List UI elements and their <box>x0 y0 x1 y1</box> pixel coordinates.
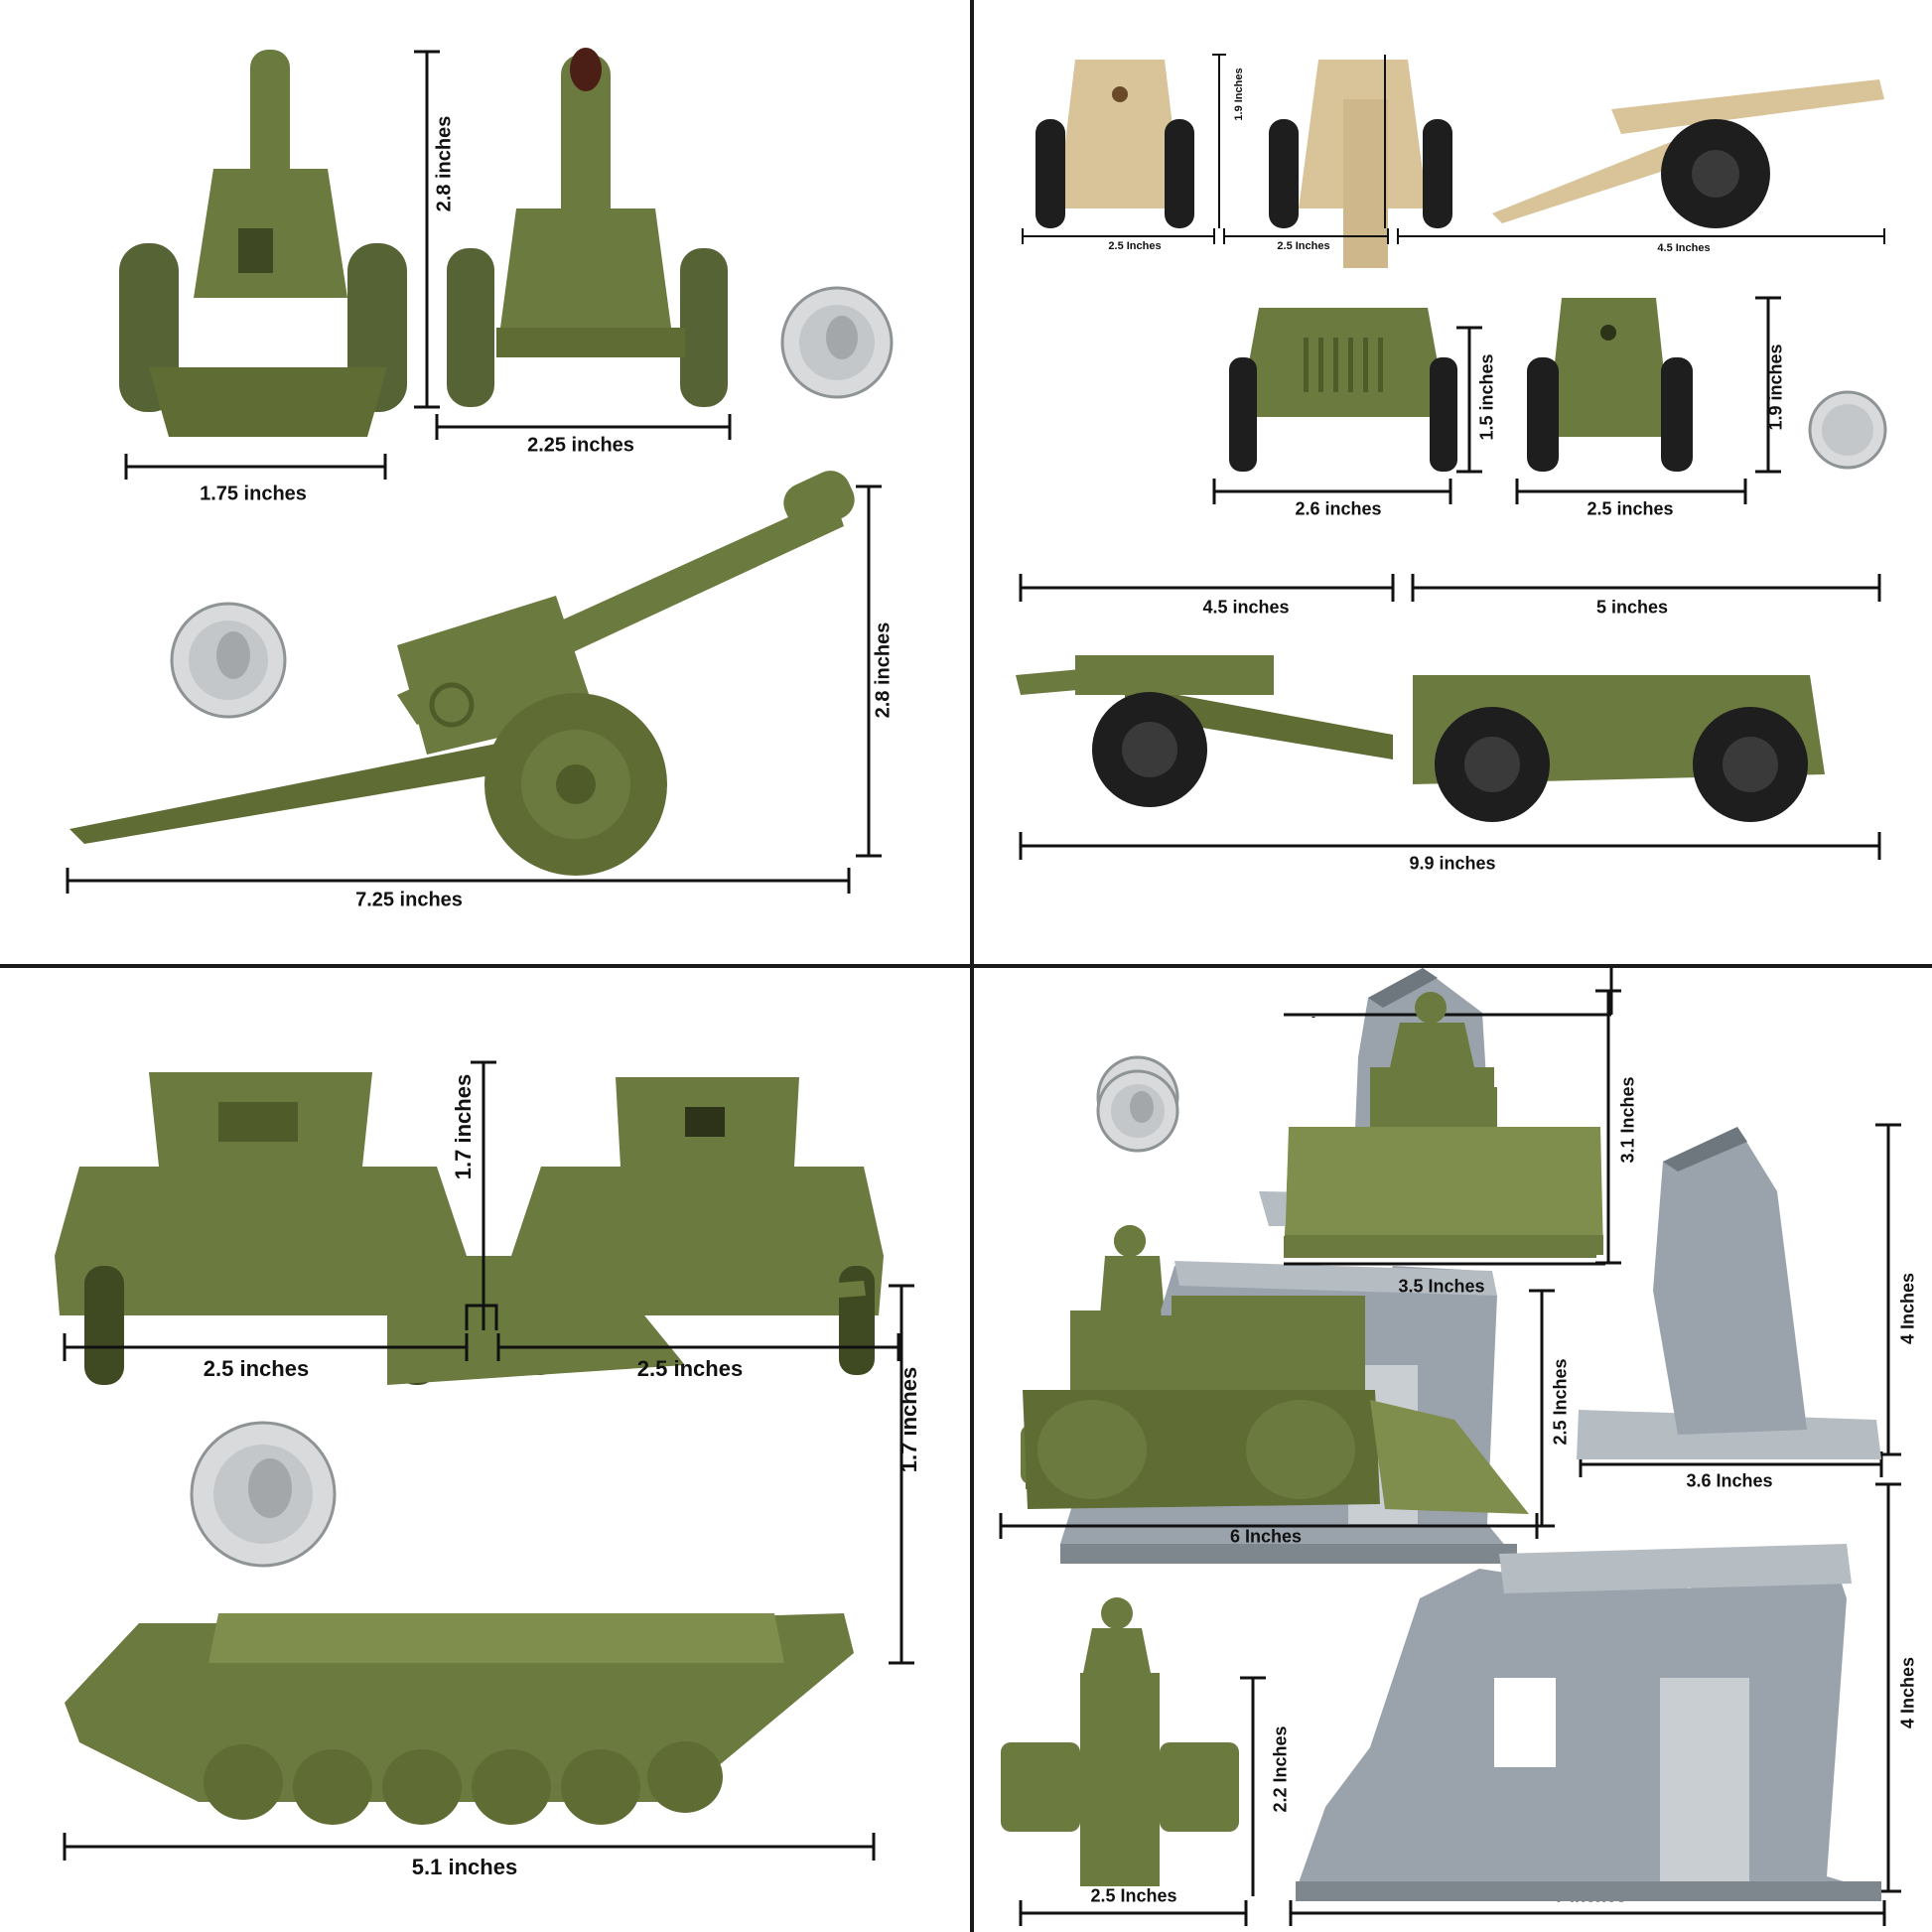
quadrant-jeep-gun: 2.5 Inches 2.5 Inches 1.9 Inches 4.5 Inc… <box>976 0 1932 963</box>
rear-width-label: 2.5 inches <box>636 1356 744 1381</box>
bulldozer-front-view <box>1285 992 1603 1255</box>
jeep-front-view <box>1229 308 1457 472</box>
jeep-towing-gun-side-view <box>1016 655 1825 822</box>
bulldozer-side-view <box>1023 1225 1529 1514</box>
jeep-width-label: 2.6 inches <box>1295 498 1382 519</box>
dozer-front-width-label: 3.5 Inches <box>1398 1276 1485 1297</box>
howitzer-front-view <box>119 50 407 437</box>
quadrant-howitzer: 1.75 inches 2.25 inches 2.8 inches 2.8 i… <box>0 0 971 963</box>
tank-side-view <box>65 1256 866 1825</box>
quarter-coin <box>170 602 287 719</box>
ruin-tall-width-label: 3.6 Inches <box>1686 1470 1773 1491</box>
side-length-label: 7.25 inches <box>355 889 463 911</box>
dozer-side-length-label: 6 Inches <box>1229 1526 1303 1547</box>
dimension-lines <box>66 50 882 894</box>
tan-rear-width-label: 2.5 Inches <box>1277 240 1330 252</box>
combined-length-label: 9.9 inches <box>1409 853 1496 874</box>
dimension-lines <box>63 1060 914 1861</box>
howitzer-side-view <box>69 471 855 876</box>
gun-front-view <box>1527 298 1693 472</box>
tan-gun-rear-view <box>1269 60 1452 268</box>
length-label: 5.1 inches <box>411 1855 518 1879</box>
howitzer-rear-view <box>447 48 728 407</box>
tan-front-width-label: 2.5 Inches <box>1108 240 1162 252</box>
dimension-lines <box>1019 296 1881 860</box>
quarter-coin <box>190 1421 337 1568</box>
tan-length-label: 4.5 Inches <box>1657 242 1711 254</box>
quarter-coin <box>1808 390 1887 470</box>
front-width-label: 2.5 inches <box>203 1356 310 1381</box>
gun-width-label: 2.5 inches <box>1587 498 1674 519</box>
quarter-coin <box>780 286 894 399</box>
ruin-tall <box>1577 1127 1881 1459</box>
dimension-lines <box>1022 54 1885 244</box>
dimension-lines <box>1311 1017 1315 1018</box>
gun-length-label: 4.5 inches <box>1202 597 1290 618</box>
quarter-coin <box>1096 1069 1179 1153</box>
front-width-label: 1.75 inches <box>200 483 307 505</box>
tan-gun-front-view <box>1035 60 1194 228</box>
dozer-rear-width-label: 2.5 Inches <box>1090 1885 1177 1906</box>
tan-gun-side-view <box>1492 79 1884 228</box>
ruin-wide <box>1296 1544 1881 1901</box>
rear-width-label: 2.25 inches <box>527 434 634 457</box>
bulldozer-rear-view <box>1001 1597 1239 1886</box>
jeep-length-label: 5 inches <box>1595 597 1669 618</box>
divider-horizontal <box>0 964 1932 968</box>
quadrant-tank: 2.5 inches 2.5 inches 1.7 inches 1.7 inc… <box>0 968 971 1932</box>
